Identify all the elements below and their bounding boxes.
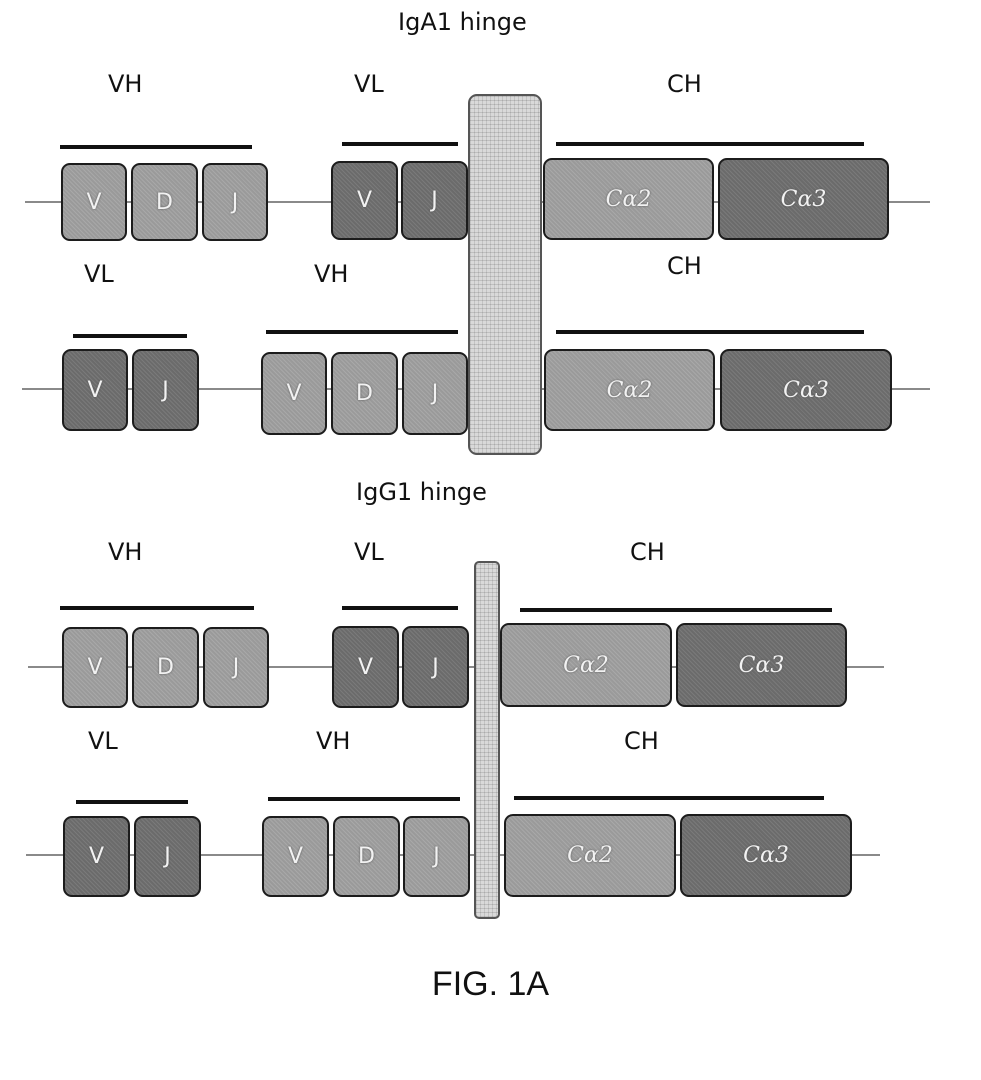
segment-v: V (261, 352, 327, 435)
segment-ca2: Cα2 (543, 158, 714, 240)
segment-ca3: Cα3 (680, 814, 852, 897)
region-bar-vh (266, 330, 458, 334)
segment-d: D (131, 163, 198, 241)
igg1-hinge-region (474, 561, 500, 919)
segment-d: D (331, 352, 398, 435)
region-bar-vh (60, 145, 252, 149)
region-label-vl: VL (354, 538, 384, 566)
segment-j: J (403, 816, 470, 897)
segment-v: V (332, 626, 399, 708)
region-bar-ch (520, 608, 832, 612)
region-bar-vl (73, 334, 187, 338)
hinge-label-igg1: IgG1 hinge (356, 478, 487, 506)
segment-j: J (202, 163, 268, 241)
iga1-hinge-region (468, 94, 542, 455)
segment-j: J (402, 626, 469, 708)
segment-j: J (402, 352, 468, 435)
region-label-ch: CH (667, 252, 702, 280)
region-label-vl: VL (88, 727, 118, 755)
segment-ca2: Cα2 (500, 623, 672, 707)
region-bar-vh (268, 797, 460, 801)
segment-v: V (61, 163, 127, 241)
region-bar-vl (342, 606, 458, 610)
segment-ca2: Cα2 (544, 349, 715, 431)
hinge-label-iga1: IgA1 hinge (398, 8, 527, 36)
segment-ca3: Cα3 (718, 158, 889, 240)
region-label-vh: VH (108, 538, 142, 566)
region-label-ch: CH (624, 727, 659, 755)
segment-v: V (62, 627, 128, 708)
segment-ca2: Cα2 (504, 814, 676, 897)
segment-d: D (132, 627, 199, 708)
segment-j: J (132, 349, 199, 431)
segment-v: V (331, 161, 398, 240)
segment-v: V (63, 816, 130, 897)
segment-j: J (134, 816, 201, 897)
region-label-vl: VL (354, 70, 384, 98)
segment-v: V (62, 349, 128, 431)
segment-j: J (203, 627, 269, 708)
segment-d: D (333, 816, 400, 897)
segment-j: J (401, 161, 468, 240)
region-bar-ch (514, 796, 824, 800)
region-label-vh: VH (314, 260, 348, 288)
region-bar-ch (556, 142, 864, 146)
region-label-ch: CH (667, 70, 702, 98)
segment-v: V (262, 816, 329, 897)
region-bar-vl (76, 800, 188, 804)
segment-ca3: Cα3 (720, 349, 892, 431)
segment-ca3: Cα3 (676, 623, 847, 707)
region-bar-vl (342, 142, 458, 146)
region-bar-vh (60, 606, 254, 610)
region-label-vl: VL (84, 260, 114, 288)
region-label-vh: VH (316, 727, 350, 755)
region-bar-ch (556, 330, 864, 334)
region-label-ch: CH (630, 538, 665, 566)
region-label-vh: VH (108, 70, 142, 98)
figure-caption: FIG. 1A (0, 965, 981, 1004)
